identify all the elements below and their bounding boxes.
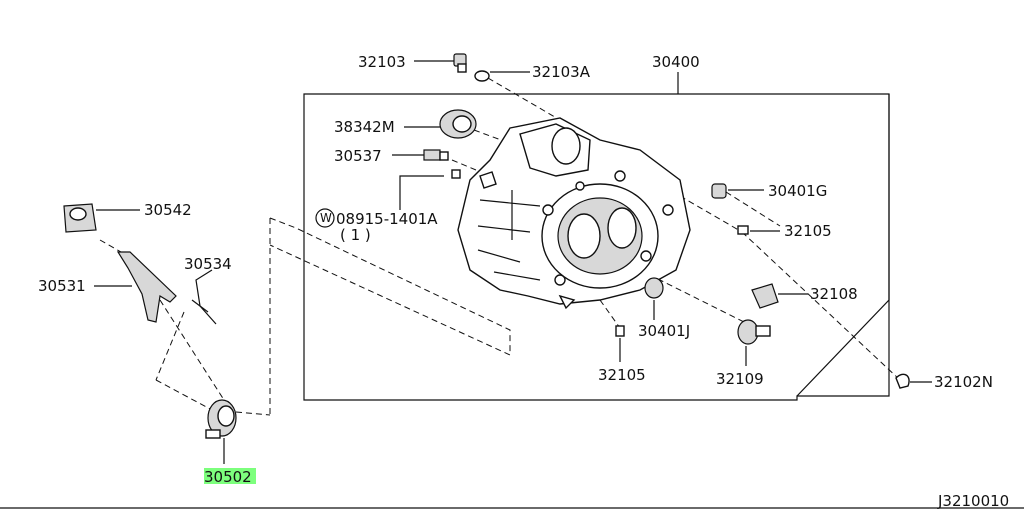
part-32109	[737, 319, 771, 366]
part-30542	[63, 203, 140, 233]
label-30531: 30531	[38, 277, 86, 295]
assembly-lines	[99, 77, 901, 416]
part-30531	[94, 251, 177, 323]
part-30502	[205, 399, 237, 464]
part-32103	[414, 53, 467, 73]
part-30537	[392, 149, 449, 161]
label-30537: 30537	[334, 147, 382, 165]
label-38342m: 38342M	[334, 118, 395, 136]
part-32108	[751, 283, 808, 309]
frame-corner	[796, 94, 890, 397]
transmission-housing	[457, 117, 691, 310]
highlight-30502	[204, 468, 256, 484]
label-32105-upper: 32105	[784, 222, 832, 240]
label-30534: 30534	[184, 255, 232, 273]
label-08915: 08915-1401A	[336, 210, 438, 228]
label-32105-lower: 32105	[598, 366, 646, 384]
label-30401j: 30401J	[638, 322, 690, 340]
part-32105-lower	[615, 325, 625, 362]
label-08915-symbol: W	[320, 211, 332, 225]
label-32102n: 32102N	[934, 373, 993, 391]
part-32105-upper	[737, 225, 780, 235]
label-30542: 30542	[144, 201, 192, 219]
label-30401g: 30401G	[768, 182, 827, 200]
label-08915-qty: ( 1 )	[340, 226, 371, 244]
diagram-code: J3210010	[937, 492, 1009, 510]
part-32103a	[474, 70, 530, 82]
label-32103: 32103	[358, 53, 406, 71]
label-32103a: 32103A	[532, 63, 591, 81]
part-30534	[191, 269, 217, 325]
part-30401g	[711, 183, 764, 199]
part-08915	[399, 169, 461, 210]
part-38342m	[404, 109, 477, 139]
label-30400: 30400	[652, 53, 700, 71]
part-32102n	[895, 373, 932, 389]
washer-symbol-icon	[315, 208, 335, 228]
part-30401j	[644, 277, 664, 320]
label-30502[interactable]: 30502	[204, 468, 252, 486]
label-32108: 32108	[810, 285, 858, 303]
label-32109: 32109	[716, 370, 764, 388]
